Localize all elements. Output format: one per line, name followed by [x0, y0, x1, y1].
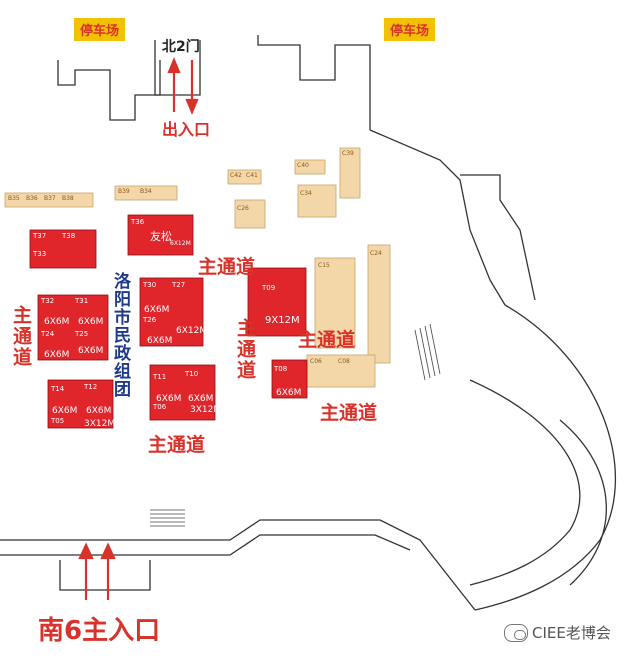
booth-name: 友松: [150, 230, 172, 243]
north-exit-label: 出入口: [162, 120, 211, 139]
stairs-south: [150, 509, 185, 527]
north-gate-label: 北2门: [162, 39, 200, 55]
booth-size: 6X6M: [78, 317, 104, 327]
booth-size: 6X12M: [176, 326, 208, 336]
booth-size: 6X6M: [44, 317, 70, 327]
booth-size: 6X6M: [144, 305, 170, 315]
booth-id: T37: [33, 232, 47, 240]
booth-size: 6X6M: [156, 394, 182, 404]
large-booths: [29, 214, 308, 429]
booth-id: T14: [51, 385, 65, 393]
booth-id: C39: [342, 150, 354, 157]
north-left-structure: [57, 60, 161, 121]
booth-id: T25: [75, 330, 89, 338]
booth-id: B37: [44, 195, 56, 202]
building-outline: [0, 35, 617, 611]
entrance-arrows: [78, 57, 199, 600]
booth-size: 9X12M: [265, 315, 300, 326]
booth-id: B38: [62, 195, 74, 202]
southeast-arc-outer: [559, 419, 607, 586]
booth-size: 6X6M: [276, 388, 302, 398]
booth-id: T09: [262, 284, 276, 292]
southeast-arc-inner: [469, 379, 581, 586]
booth-size: 6X6M: [188, 394, 214, 404]
booth-id: T31: [75, 297, 89, 305]
chat-icon: [504, 623, 528, 642]
booth-id: T06: [153, 403, 167, 411]
booth-size: 6X12M: [170, 240, 191, 247]
north-right-structure: [257, 35, 371, 130]
watermark-text: CIEE老博会: [532, 624, 611, 642]
main-road-label-southeast: 主通道: [320, 402, 378, 424]
booth-id: T38: [62, 232, 76, 240]
booth-id: T11: [153, 373, 167, 381]
booth-id: B36: [26, 195, 38, 202]
booth-size: 3X12M: [84, 419, 116, 429]
booth-id: T27: [172, 281, 186, 289]
organization-label: 洛阳市民政组团: [110, 272, 130, 398]
booth-id: T10: [185, 370, 199, 378]
booth-id: C08: [338, 358, 350, 365]
booth-size: 6X6M: [86, 406, 112, 416]
booth-id: T08: [274, 365, 288, 373]
booth-id: C15: [318, 262, 330, 269]
south-wall: [0, 519, 476, 611]
south-wall-inner: [0, 534, 411, 556]
main-road-label-east: 主通道: [298, 329, 356, 351]
main-road-label-center: 主通道: [234, 318, 256, 381]
south-main-entrance-label: 南6主入口: [38, 616, 161, 646]
booth-size: 3X12M: [190, 405, 222, 415]
east-annex: [460, 174, 536, 301]
booth-id: C26: [237, 205, 249, 212]
booth-id: T32: [41, 297, 55, 305]
small-booths: [4, 147, 391, 388]
north-gate-structure: [154, 40, 201, 96]
main-road-label: 主通道: [198, 256, 256, 278]
parking-label-west: 停车场: [74, 18, 126, 41]
east-wall: [369, 129, 506, 306]
booth-id: T24: [41, 330, 55, 338]
booth-size: 6X6M: [52, 406, 78, 416]
booth-id: C40: [297, 162, 309, 169]
booth-size: 6X6M: [78, 346, 104, 356]
parking-label-east: 停车场: [384, 18, 436, 41]
booth-id: T05: [51, 417, 65, 425]
booth-id: C06: [310, 358, 322, 365]
booth-id: C42: [230, 172, 242, 179]
booth-id: T30: [143, 281, 157, 289]
south-entry-steps: [59, 560, 151, 591]
booth-id: B35: [8, 195, 20, 202]
booth-id: C24: [370, 250, 382, 257]
booth-id: C41: [246, 172, 258, 179]
booth-size: 6X6M: [147, 336, 173, 346]
booth-id: T26: [143, 316, 157, 324]
booth-size: 6X6M: [44, 350, 70, 360]
booth-id: B34: [140, 188, 152, 195]
escalators-east: [414, 323, 441, 381]
main-road-label-south: 主通道: [148, 434, 206, 456]
booth-id: B39: [118, 188, 130, 195]
southeast-arc: [474, 304, 617, 611]
watermark: CIEE老博会: [504, 622, 611, 643]
booth-id: C34: [300, 190, 312, 197]
booth-id: T33: [33, 250, 47, 258]
booth-id: T12: [84, 383, 98, 391]
booth-id: T36: [131, 218, 145, 226]
main-road-label-west: 主通道: [10, 305, 32, 368]
